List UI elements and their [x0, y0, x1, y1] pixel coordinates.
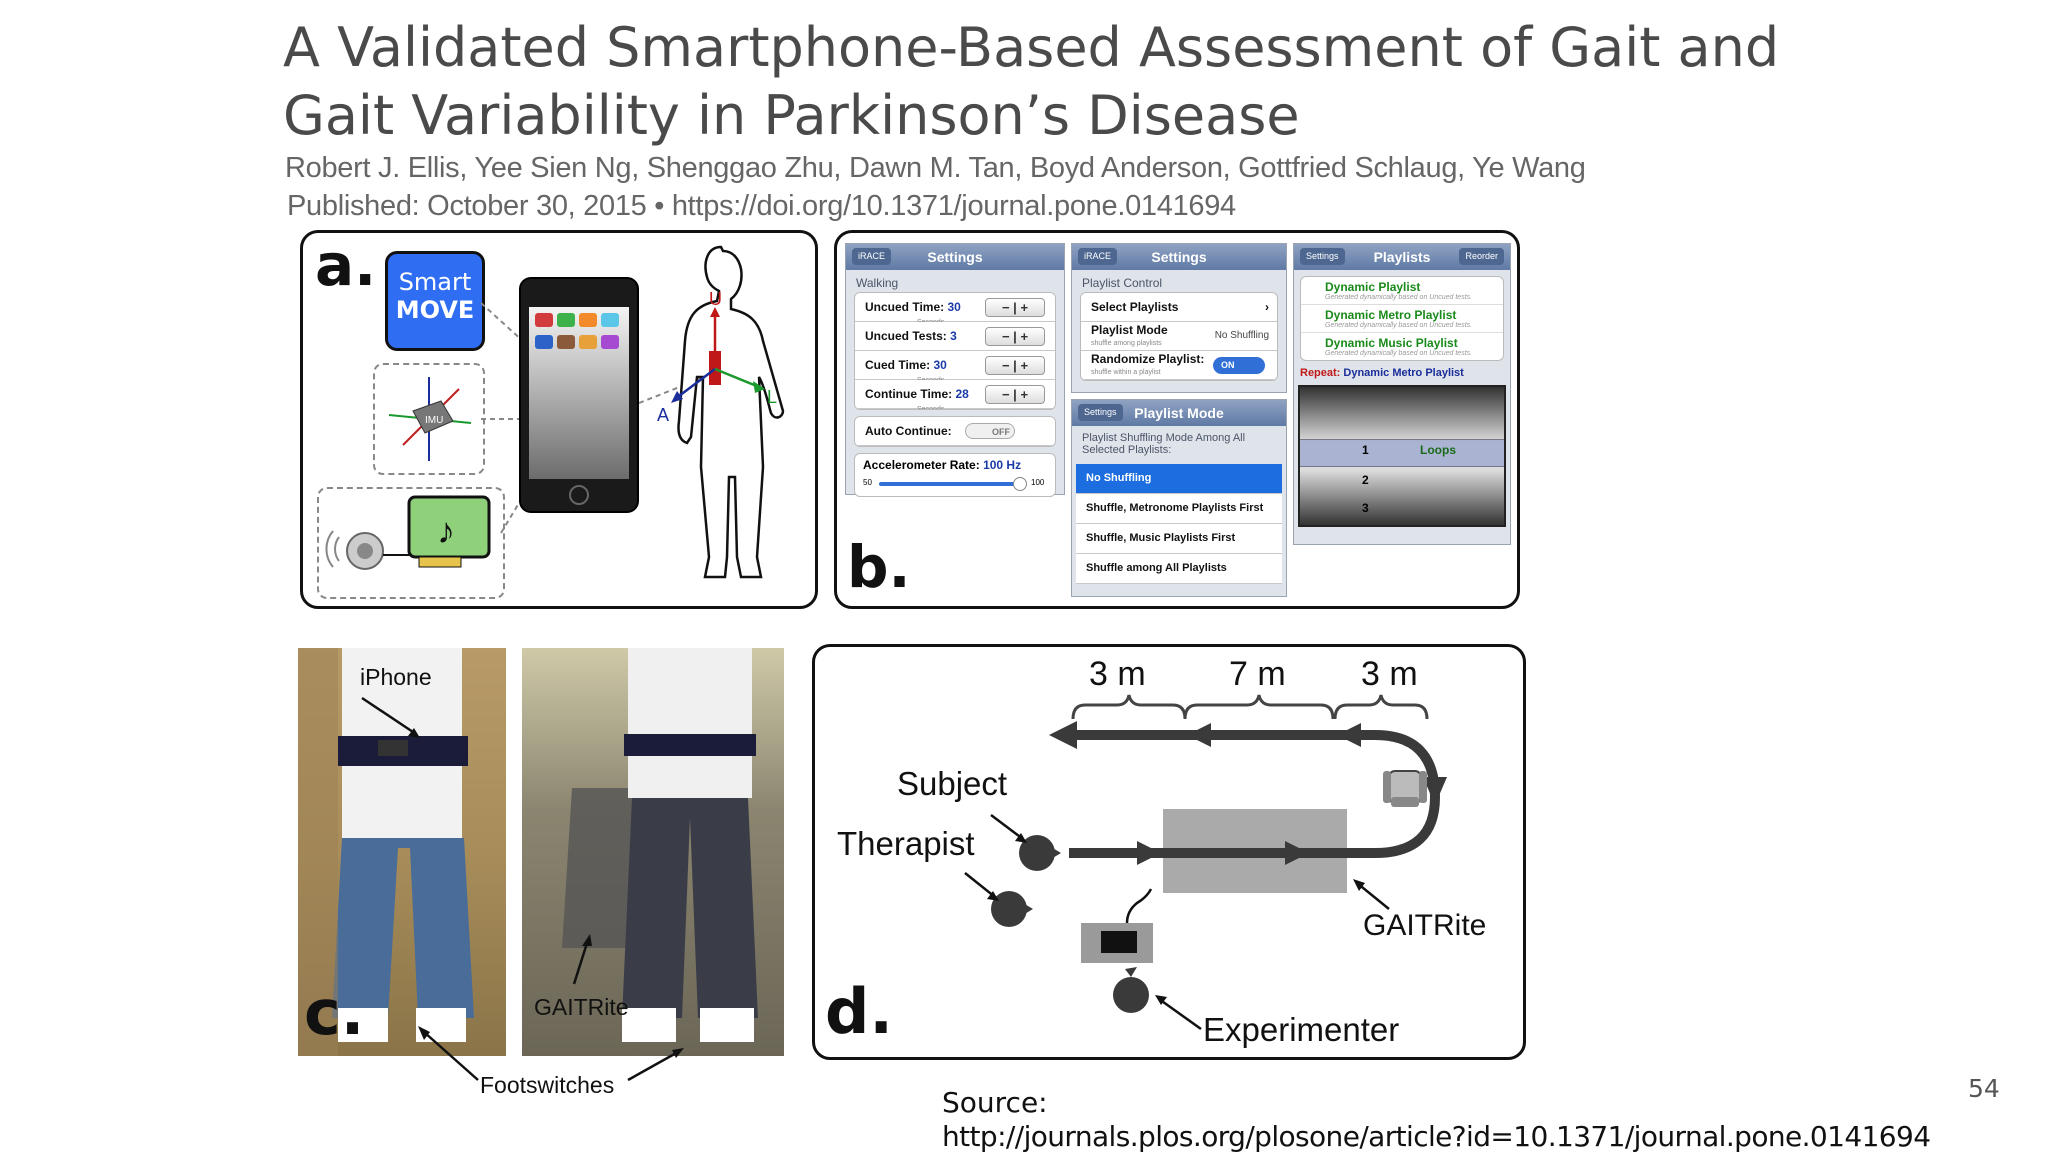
playlist-item[interactable]: Dynamic Metro Playlist Generated dynamic…: [1301, 305, 1503, 333]
panel-c-arrows: [361, 696, 684, 1082]
continue-time-stepper[interactable]: − | +: [985, 385, 1045, 404]
music-note-icon: ♪: [437, 510, 455, 551]
logo-line2: MOVE: [395, 296, 475, 324]
label-gaitrite-photo: GAITRite: [534, 994, 629, 1020]
uncued-time-value: 30: [947, 300, 961, 314]
audio-icon: ♪: [325, 495, 491, 570]
option-metronome-first[interactable]: Shuffle, Metronome Playlists First: [1076, 494, 1282, 524]
uncued-time-stepper[interactable]: − | +: [985, 298, 1045, 317]
panel-d: d. 3 m 7 m 3 m Subject Therapist GAITRit…: [812, 644, 1526, 1060]
playlist-mode-row[interactable]: Playlist Mode shuffle among playlists No…: [1081, 322, 1277, 351]
photo-front: [298, 648, 506, 1056]
playlist-item[interactable]: Dynamic Music Playlist Generated dynamic…: [1325, 336, 1473, 357]
playlist-control-title: Playlist Control: [1082, 276, 1163, 290]
panel-b-letter: b.: [847, 533, 911, 601]
playlist-item[interactable]: Dynamic Playlist Generated dynamically b…: [1301, 277, 1503, 305]
uncued-tests-row: Uncued Tests: 3 − | +: [855, 322, 1055, 351]
axis-u-label: U: [709, 289, 722, 309]
cued-time-row: Cued Time: 30 Seconds − | +: [855, 351, 1055, 384]
settings-back-button[interactable]: Settings: [1078, 404, 1123, 421]
chair-icon: [1383, 770, 1427, 807]
option-shuffle-all[interactable]: Shuffle among All Playlists: [1076, 554, 1282, 584]
panel-d-letter: d.: [825, 975, 893, 1048]
audio-box: ♪: [317, 487, 505, 599]
source-label: Source:: [942, 1086, 1048, 1119]
page-number: 54: [1968, 1074, 2000, 1103]
uncued-time-row: Uncued Time: 30 Seconds − | +: [855, 293, 1055, 326]
experimenter-icon: [1113, 977, 1149, 1013]
panel-c-letter: c.: [304, 976, 365, 1049]
irace-back-button-2[interactable]: iRACE: [1078, 248, 1118, 265]
auto-continue-toggle[interactable]: OFF: [965, 423, 1015, 439]
imu-axes-icon: IMU: [388, 377, 472, 461]
playlist-mode-desc: Playlist Shuffling Mode Among All Select…: [1082, 432, 1246, 456]
slider-max: 100: [1031, 478, 1045, 487]
logo-line1: Smart: [398, 268, 472, 296]
select-playlists-row[interactable]: Select Playlists›: [1081, 293, 1277, 322]
option-no-shuffling[interactable]: No Shuffling: [1076, 464, 1282, 494]
subject-icon: [1019, 835, 1055, 871]
label-footswitches: Footswitches: [480, 1072, 615, 1098]
settings-screen-walking: iRACE Settings Walking Uncued Time: 30 S…: [845, 243, 1065, 497]
distance-label-1: 3 m: [1089, 655, 1146, 693]
axis-a-label: A: [657, 405, 669, 425]
paper-title: A Validated Smartphone-Based Assessment …: [283, 16, 1780, 147]
reorder-button[interactable]: Reorder: [1459, 248, 1504, 265]
loops-picker[interactable]: 1 Loops 2 3: [1298, 385, 1506, 527]
person-front-illustration: [298, 648, 474, 1056]
label-therapist: Therapist: [837, 825, 975, 862]
walkway-diagram: [964, 694, 1447, 1031]
label-iphone: iPhone: [360, 664, 432, 690]
source-url[interactable]: http://journals.plos.org/plosone/article…: [942, 1120, 1931, 1153]
slider-thumb[interactable]: [1013, 477, 1027, 491]
distance-label-3: 3 m: [1361, 655, 1418, 693]
cued-time-value: 30: [933, 358, 947, 372]
publication-info: Published: October 30, 2015 • https://do…: [287, 190, 1236, 222]
person-back-illustration: [562, 648, 758, 1042]
settings-screen-playlist-control: iRACE Settings Playlist Control Select P…: [1071, 243, 1287, 393]
panel-b: b. iRACE Settings Walking Uncued Time: 3…: [834, 230, 1520, 609]
imu-label: IMU: [425, 415, 443, 426]
distance-label-2: 7 m: [1229, 655, 1286, 693]
screen1-navbar: iRACE Settings: [846, 244, 1064, 270]
label-subject: Subject: [897, 765, 1008, 802]
axis-l-label: L: [767, 387, 777, 407]
therapist-icon: [991, 891, 1027, 927]
smartmove-logo: Smart MOVE: [385, 251, 485, 351]
irace-back-button[interactable]: iRACE: [852, 248, 892, 265]
uncued-tests-stepper[interactable]: − | +: [985, 327, 1045, 346]
playlists-screen: Settings Playlists Reorder Dynamic Playl…: [1293, 243, 1511, 545]
settings-back-button-2[interactable]: Settings: [1300, 248, 1345, 265]
accelerometer-value: 100 Hz: [983, 458, 1022, 472]
author-list: Robert J. Ellis, Yee Sien Ng, Shenggao Z…: [285, 152, 1586, 184]
human-figure-icon: U A L: [657, 245, 785, 579]
smartphone-icon: [519, 277, 639, 513]
playlist-mode-screen: Settings Playlist Mode Playlist Shufflin…: [1071, 399, 1287, 597]
screen1-title: Settings: [927, 249, 983, 265]
continue-time-row: Continue Time: 28 Seconds − | +: [855, 380, 1055, 409]
label-experimenter: Experimenter: [1203, 1011, 1400, 1048]
randomize-toggle[interactable]: ON: [1213, 357, 1265, 374]
repeat-row: Repeat: Dynamic Metro Playlist: [1300, 367, 1464, 379]
label-gaitrite-diagram: GAITRite: [1363, 909, 1487, 942]
continue-time-value: 28: [955, 387, 969, 401]
accelerometer-slider[interactable]: [879, 482, 1019, 486]
panel-a-letter: a.: [315, 231, 377, 299]
walking-group-title: Walking: [856, 276, 899, 290]
slider-min: 50: [863, 478, 872, 487]
option-music-first[interactable]: Shuffle, Music Playlists First: [1076, 524, 1282, 554]
uncued-tests-value: 3: [950, 329, 957, 343]
panel-a: a. Smart MOVE IMU ♪: [300, 230, 818, 609]
photo-back: [522, 648, 784, 1056]
auto-continue-row: Auto Continue: OFF: [855, 417, 1055, 446]
randomize-row: Randomize Playlist: shuffle within a pla…: [1081, 351, 1277, 380]
accelerometer-row: Accelerometer Rate: 100 Hz 50 100: [854, 453, 1056, 497]
cued-time-stepper[interactable]: − | +: [985, 356, 1045, 375]
